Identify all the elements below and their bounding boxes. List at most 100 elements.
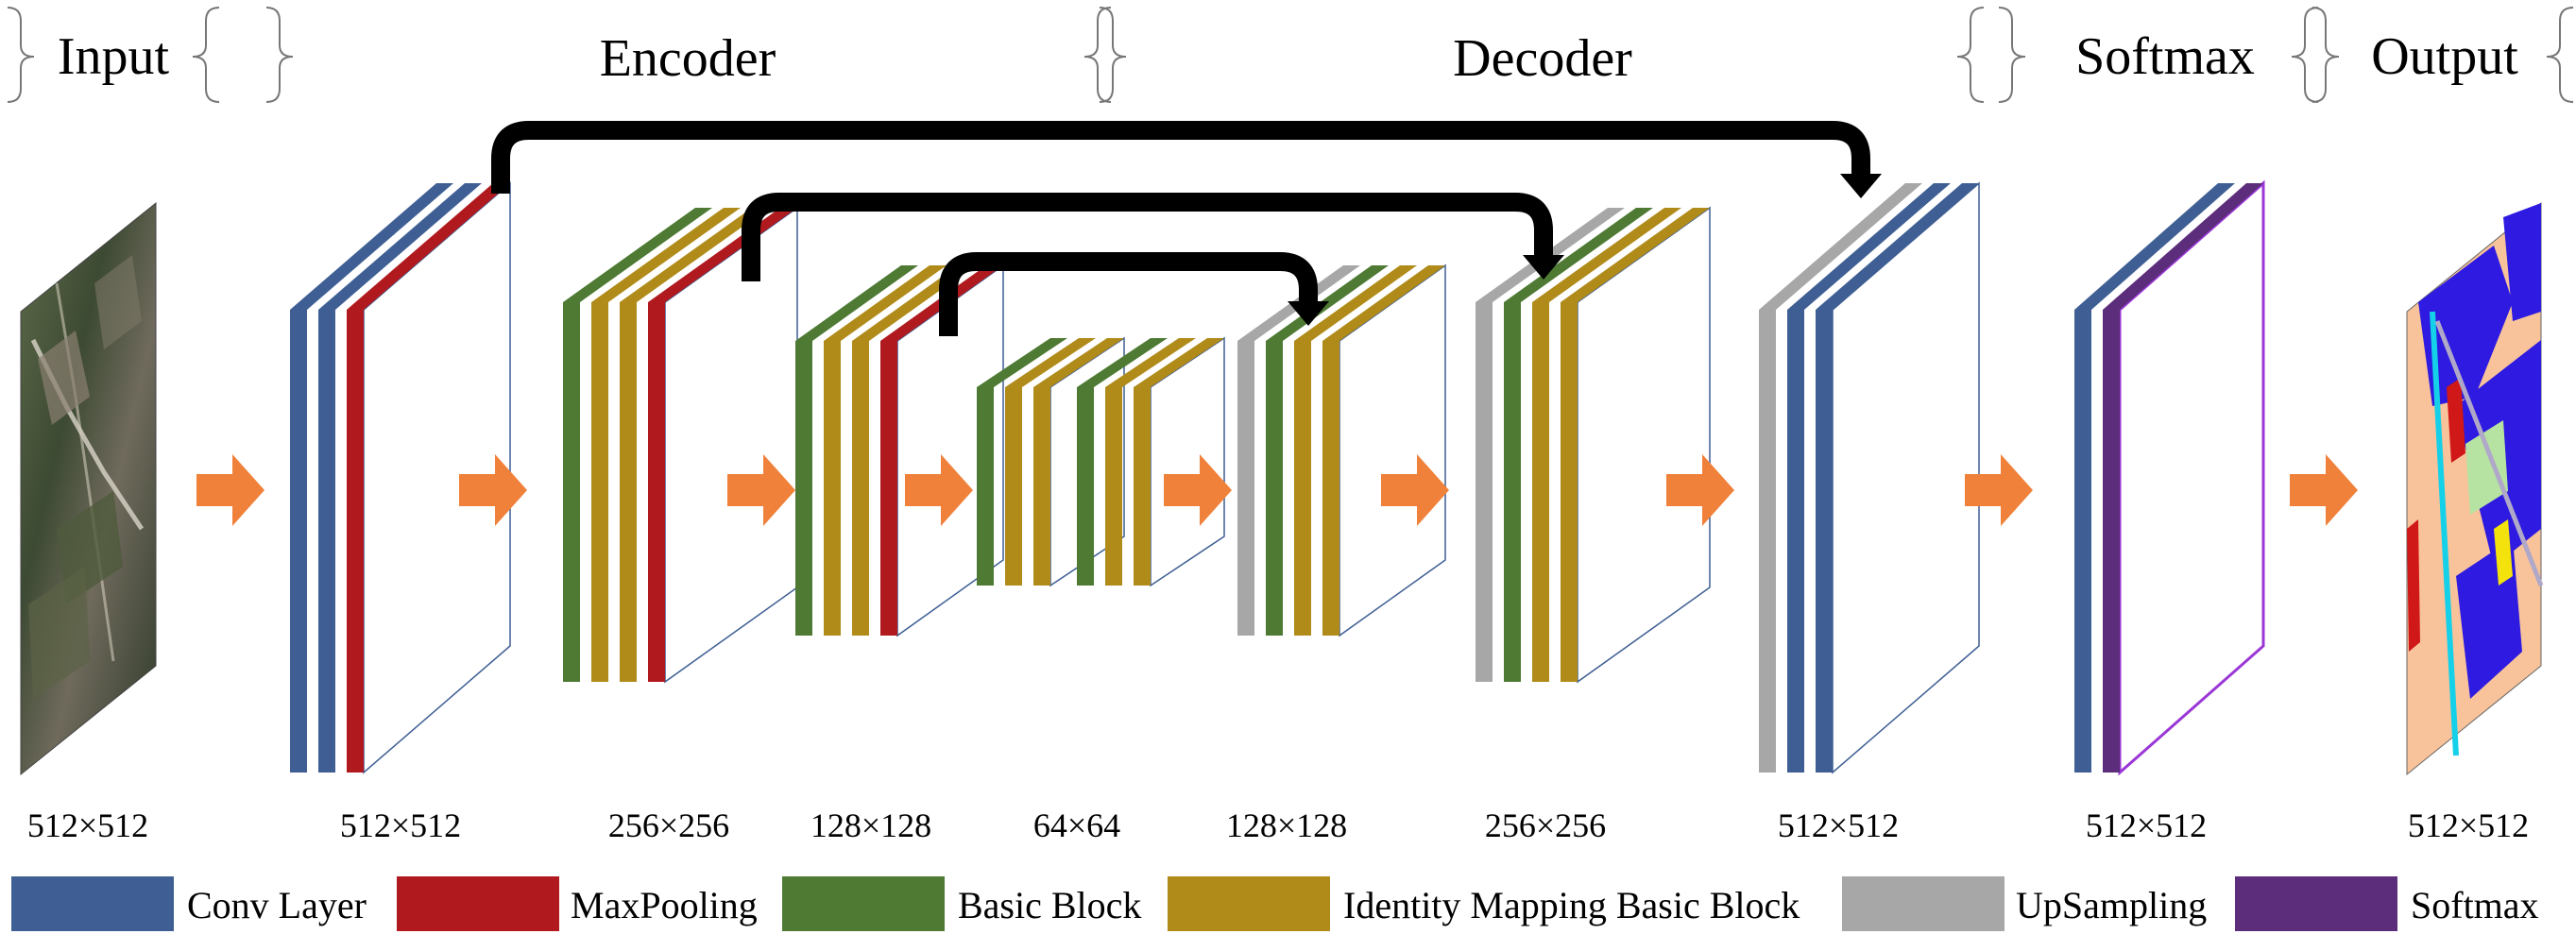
skip-connection-1: [491, 121, 1870, 194]
legend-label-softmax: Softmax: [2411, 884, 2539, 926]
section-title-encoder: Encoder: [600, 29, 776, 88]
block-softmax-slab-1-top: [2074, 183, 2235, 310]
feature-blocks: [290, 179, 2265, 776]
section-title-output: Output: [2371, 27, 2518, 86]
skip-connection-2: [742, 193, 1553, 281]
block-dec2: [1476, 206, 1711, 684]
block-bottleneck-a-slab-2-top: [1005, 338, 1096, 387]
legend-label-maxpool: MaxPooling: [571, 884, 758, 926]
block-bottleneck-b-slab-1-top: [1077, 338, 1168, 387]
block-enc1-slab-1: [290, 310, 307, 773]
block-dec2-slab-4-top: [1561, 208, 1710, 302]
dim-label-output: 512×512: [2408, 807, 2529, 844]
block-dec3-slab-3: [1294, 341, 1311, 636]
legend-label-conv: Conv Layer: [187, 884, 367, 926]
flow-arrow-6: [1381, 454, 1449, 526]
legend-swatch-upsample: [1842, 876, 2005, 931]
input-image: [20, 201, 157, 776]
block-bottleneck-b-slab-3: [1134, 387, 1151, 586]
legend-swatch-softmax: [2235, 876, 2397, 931]
dim-label-dec2: 256×256: [1485, 807, 1606, 844]
flow-arrow-8: [1965, 454, 2033, 526]
block-enc2-slab-1-top: [563, 208, 712, 302]
block-dec2-slab-2: [1504, 302, 1521, 682]
section-braces: [7, 7, 2574, 103]
block-softmax-slab-2-top: [2103, 183, 2263, 310]
block-dec1-slab-3: [1816, 310, 1833, 773]
block-enc3-slab-3: [852, 341, 869, 636]
block-bottleneck-b-slab-2-top: [1105, 338, 1196, 387]
block-dec3-slab-4: [1322, 341, 1339, 636]
legend-label-basic: Basic Block: [958, 884, 1141, 926]
legend-label-identity: Identity Mapping Basic Block: [1343, 884, 1800, 926]
dim-label-softmax: 512×512: [2086, 807, 2207, 844]
dim-label-bottleneck: 64×64: [1033, 807, 1120, 844]
skip-connection-3: [939, 252, 1318, 336]
block-dec2-slab-3: [1532, 302, 1549, 682]
flow-arrow-9: [2290, 454, 2358, 526]
block-dec1-slab-1: [1759, 310, 1776, 773]
dim-label-dec1: 512×512: [1778, 807, 1899, 844]
legend-swatch-identity: [1168, 876, 1330, 931]
block-enc2: [563, 206, 798, 684]
dim-label-enc3: 128×128: [810, 807, 931, 844]
flow-arrow-1: [196, 454, 264, 526]
block-dec1-slab-1-top: [1759, 183, 1922, 310]
block-enc2-slab-2-top: [591, 208, 741, 302]
section-title-softmax: Softmax: [2075, 27, 2255, 86]
skip-connections: [491, 121, 1882, 336]
dim-label-dec3: 128×128: [1226, 807, 1347, 844]
block-bottleneck-a-slab-1-top: [977, 338, 1067, 387]
block-softmax-face: [2118, 179, 2265, 776]
brace-softmax-right: [2291, 7, 2319, 103]
flow-arrow-2: [459, 454, 527, 526]
block-dec1-slab-2-top: [1787, 183, 1951, 310]
skip-connection-3-head: [1288, 301, 1329, 326]
brace-input-right: [192, 7, 220, 103]
brace-output-left: [2312, 7, 2340, 103]
block-dec2-slab-4: [1561, 302, 1578, 682]
legend-swatch-conv: [11, 876, 174, 931]
block-dec3-slab-3-top: [1294, 265, 1417, 341]
block-dec1-slab-2: [1787, 310, 1804, 773]
block-dec2-slab-2-top: [1504, 208, 1653, 302]
flow-arrow-7: [1666, 454, 1734, 526]
brace-softmax-left: [1998, 7, 2026, 103]
brace-output-right: [2546, 7, 2574, 103]
block-enc3-slab-4: [880, 341, 897, 636]
block-enc3-slab-1: [795, 341, 812, 636]
legend: Conv Layer MaxPooling Basic Block Identi…: [11, 876, 2539, 931]
block-enc1-slab-3: [347, 310, 364, 773]
section-titles: Input Encoder Decoder Softmax Output: [58, 27, 2518, 88]
brace-input-left: [7, 7, 35, 103]
legend-swatch-basic: [782, 876, 945, 931]
block-enc2-slab-1: [563, 302, 580, 682]
block-enc2-slab-3-top: [620, 208, 769, 302]
block-enc3: [795, 263, 1004, 637]
brace-decoder-left: [1099, 7, 1127, 103]
section-title-decoder: Decoder: [1453, 29, 1632, 88]
block-enc1-slab-2: [318, 310, 335, 773]
skip-connection-1-head: [1840, 174, 1882, 198]
block-dec2-slab-3-top: [1532, 208, 1681, 302]
legend-swatch-maxpool: [397, 876, 559, 931]
block-enc1-slab-3-top: [347, 183, 510, 310]
flow-arrows: [196, 454, 2358, 526]
legend-label-upsample: UpSampling: [2016, 884, 2207, 926]
flow-arrow-4: [905, 454, 973, 526]
block-softmax-slab-2: [2103, 310, 2120, 773]
block-enc3-slab-2-top: [824, 265, 947, 341]
dim-label-enc2: 256×256: [608, 807, 729, 844]
dimension-labels: 512×512 512×512 256×256 128×128 64×64 12…: [27, 807, 2529, 844]
brace-decoder-right: [1956, 7, 1985, 103]
block-enc1: [290, 181, 511, 774]
block-enc3-slab-2: [824, 341, 841, 636]
block-dec3-slab-4-top: [1322, 265, 1445, 341]
dim-label-input: 512×512: [27, 807, 148, 844]
dim-label-enc1: 512×512: [340, 807, 461, 844]
block-dec3-slab-2: [1266, 341, 1283, 636]
block-softmax: [2074, 179, 2265, 776]
block-dec1-slab-3-top: [1816, 183, 1979, 310]
block-enc2-slab-2: [591, 302, 608, 682]
